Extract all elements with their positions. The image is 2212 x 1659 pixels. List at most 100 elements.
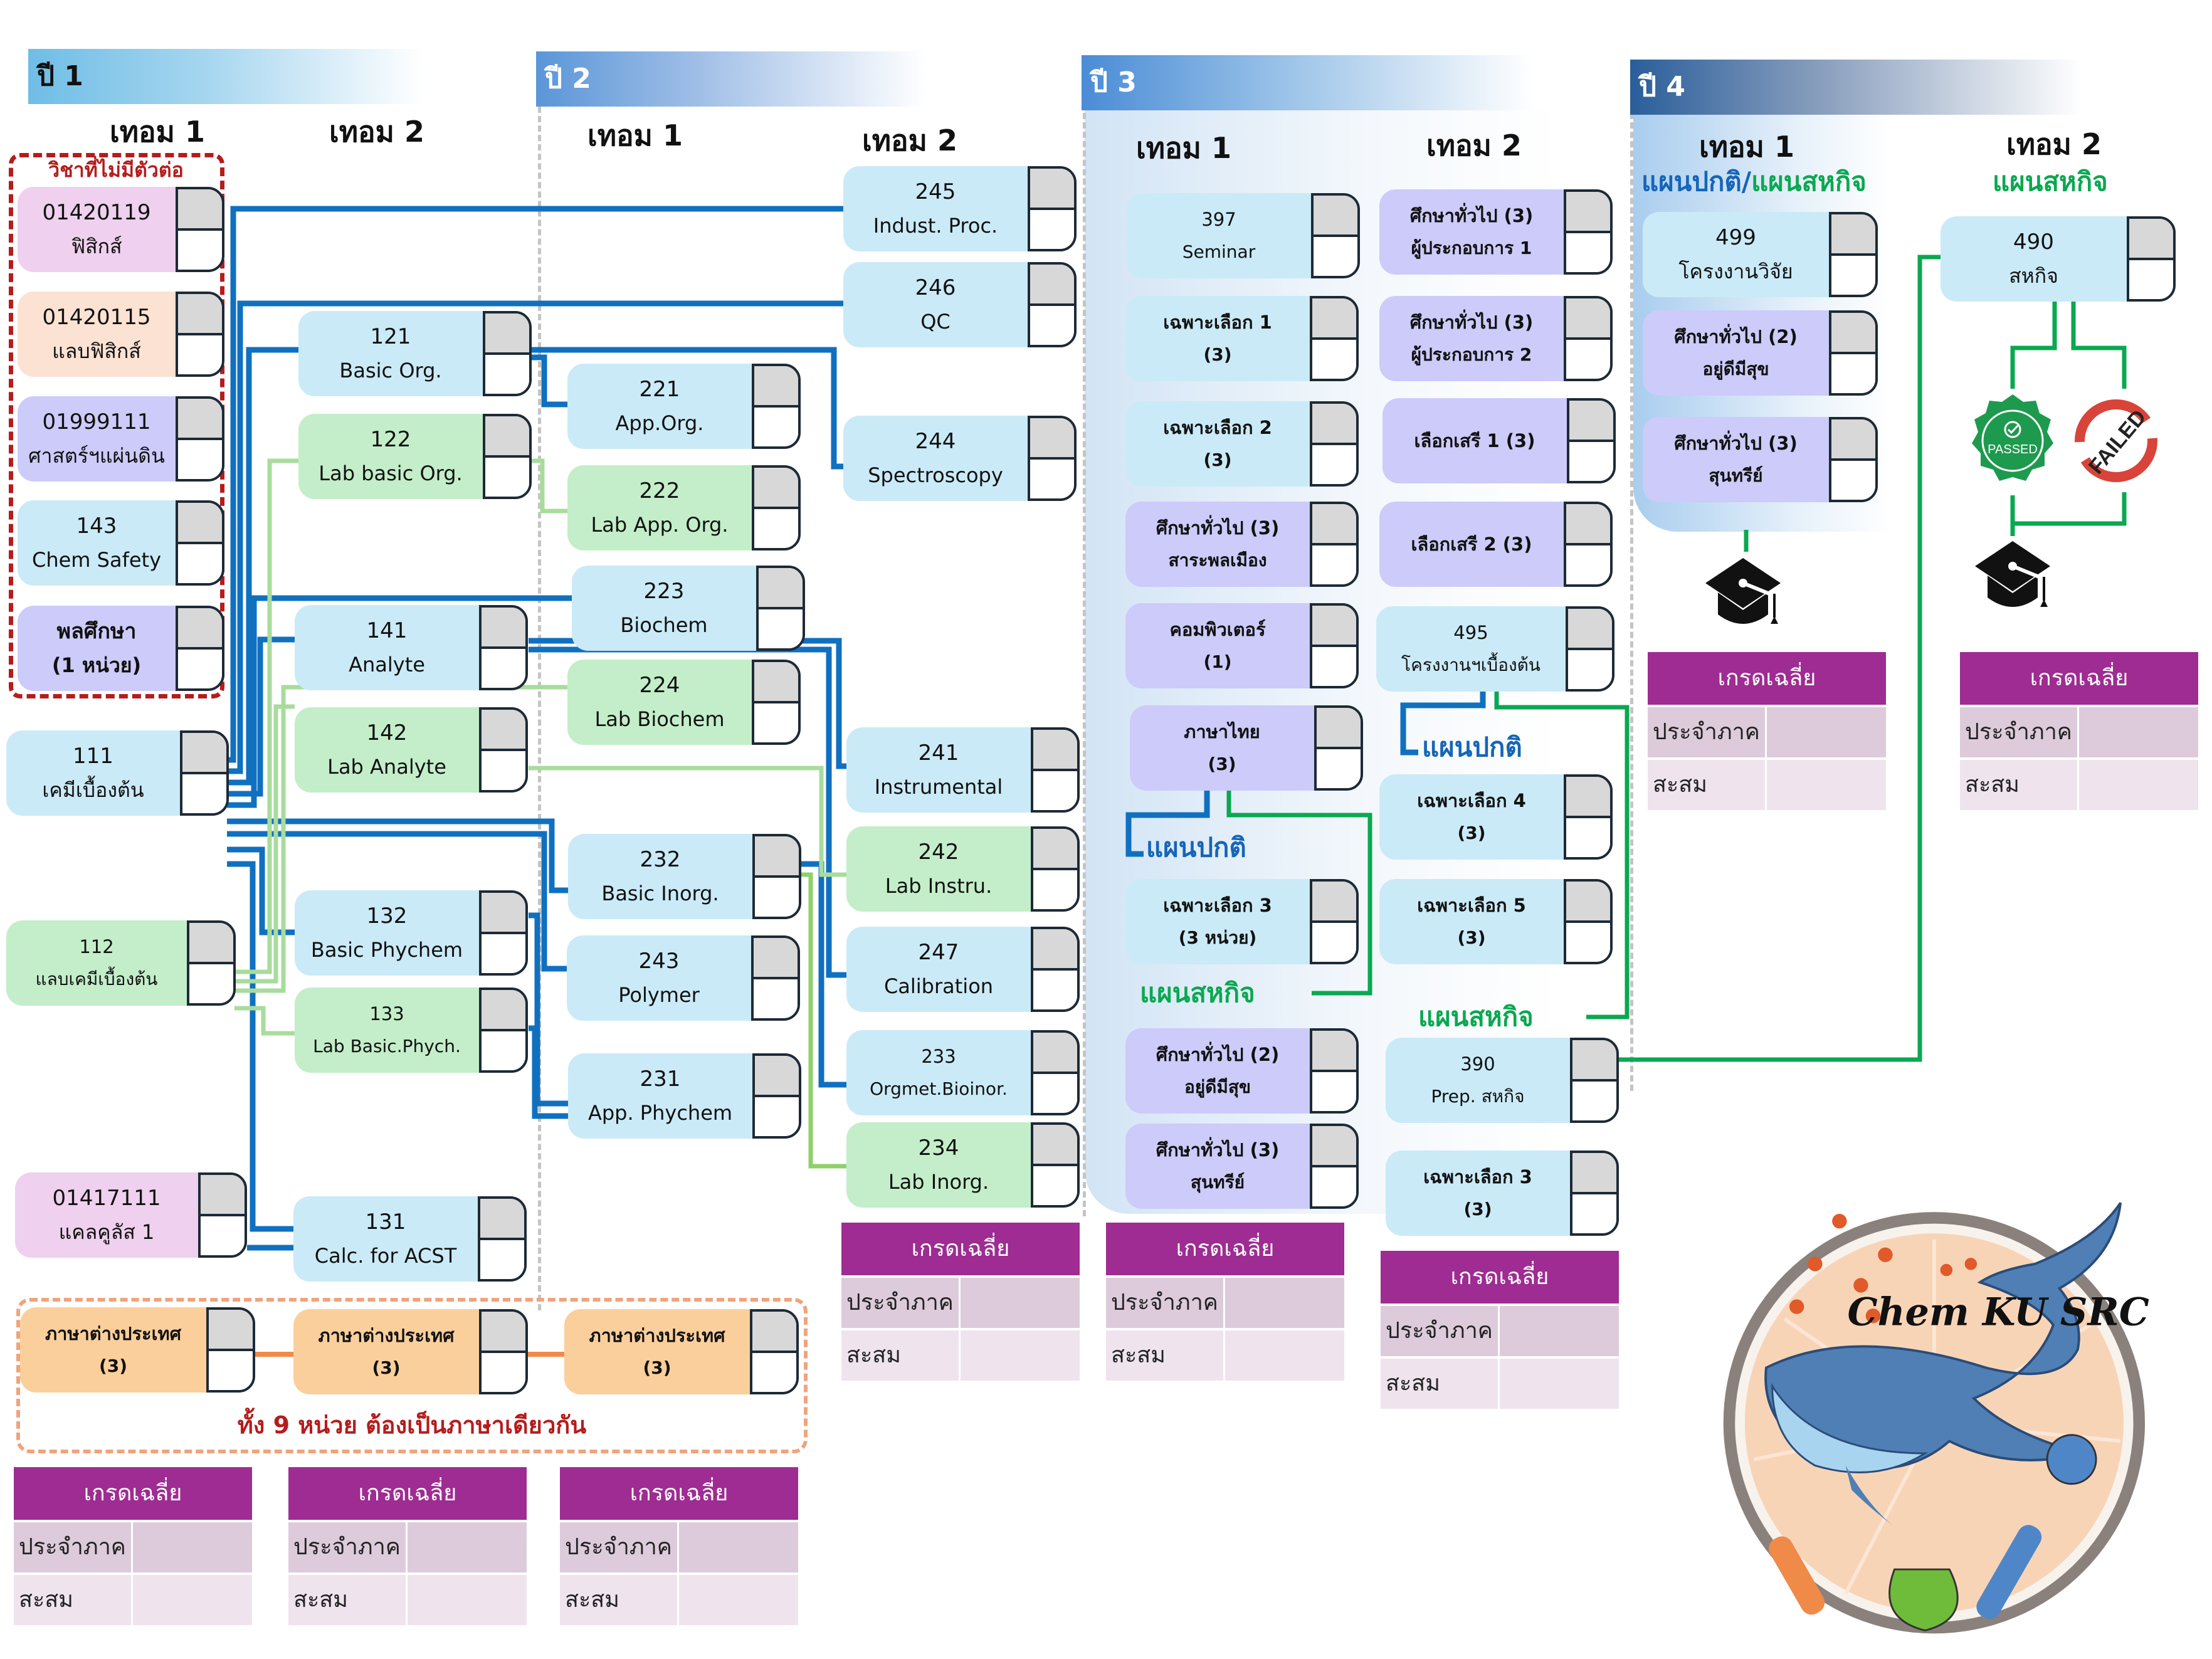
grade-entry-box[interactable] [1570, 1151, 1619, 1236]
course-card-lang1[interactable]: ภาษาต่างประเทศ(3) [20, 1307, 255, 1393]
course-card-geent2[interactable]: ศึกษาทั่วไป (3)ผู้ประกอบการ 2 [1379, 296, 1613, 381]
grade-cell-top[interactable] [754, 662, 798, 703]
grade-cell-bottom[interactable] [485, 458, 529, 497]
grade-entry-box[interactable] [752, 1053, 801, 1139]
grade-entry-box[interactable] [1829, 212, 1878, 297]
grade-cell-bottom[interactable] [482, 934, 525, 973]
grade-entry-box[interactable] [176, 187, 224, 272]
grade-cell-top[interactable] [480, 1199, 524, 1240]
grade-cell-bottom[interactable] [1030, 460, 1074, 498]
grade-cell-top[interactable] [754, 366, 798, 408]
grade-entry-box[interactable] [479, 988, 528, 1073]
course-card-geent1[interactable]: ศึกษาทั่วไป (3)ผู้ประกอบการ 1 [1379, 189, 1613, 275]
gpa-cumulative-value[interactable] [1767, 760, 1886, 810]
grade-cell-top[interactable] [178, 189, 222, 231]
grade-cell-bottom[interactable] [1831, 461, 1875, 500]
grade-cell-top[interactable] [1566, 882, 1610, 923]
grade-entry-box[interactable] [1564, 879, 1613, 964]
grade-cell-bottom[interactable] [178, 650, 222, 688]
grade-entry-box[interactable] [1564, 189, 1613, 275]
grade-cell-bottom[interactable] [755, 1097, 799, 1136]
course-card-comp[interactable]: คอมพิวเตอร์(1) [1125, 603, 1359, 688]
grade-cell-top[interactable] [482, 608, 525, 649]
grade-entry-box[interactable] [752, 364, 801, 449]
grade-cell-top[interactable] [1831, 313, 1875, 354]
grade-entry-box[interactable] [1564, 502, 1613, 587]
grade-cell-bottom[interactable] [1033, 1166, 1077, 1205]
grade-cell-bottom[interactable] [209, 1351, 253, 1390]
grade-cell-top[interactable] [1831, 214, 1875, 256]
grade-cell-bottom[interactable] [1569, 442, 1613, 481]
grade-entry-box[interactable] [479, 890, 528, 976]
grade-entry-box[interactable] [187, 920, 236, 1006]
grade-cell-bottom[interactable] [480, 1240, 524, 1279]
grade-cell-top[interactable] [1831, 419, 1875, 461]
grade-cell-top[interactable] [755, 836, 799, 878]
grade-entry-box[interactable] [752, 465, 801, 550]
grade-cell-top[interactable] [754, 468, 798, 509]
grade-cell-top[interactable] [485, 313, 529, 355]
gpa-cumulative-value[interactable] [1500, 1359, 1619, 1409]
grade-cell-top[interactable] [1569, 401, 1613, 442]
course-card-el1[interactable]: เฉพาะเลือก 1(3) [1125, 296, 1359, 381]
grade-cell-bottom[interactable] [1317, 749, 1361, 788]
grade-cell-top[interactable] [1033, 929, 1077, 971]
grade-cell-top[interactable] [1566, 192, 1610, 233]
grade-entry-box[interactable] [206, 1307, 255, 1393]
gpa-term-value[interactable] [679, 1522, 798, 1572]
grade-cell-top[interactable] [1572, 1153, 1616, 1194]
grade-cell-bottom[interactable] [189, 964, 233, 1003]
grade-entry-box[interactable] [2127, 216, 2176, 302]
grade-cell-bottom[interactable] [1312, 445, 1356, 484]
grade-cell-top[interactable] [189, 923, 233, 964]
grade-entry-box[interactable] [1031, 1122, 1080, 1208]
gpa-term-value[interactable] [2079, 707, 2198, 757]
course-card-el3b[interactable]: เฉพาะเลือก 3(3) [1386, 1151, 1619, 1236]
grade-entry-box[interactable] [1028, 262, 1077, 347]
grade-cell-top[interactable] [178, 608, 222, 650]
grade-entry-box[interactable] [1564, 296, 1613, 381]
grade-entry-box[interactable] [1031, 727, 1080, 813]
grade-entry-box[interactable] [1031, 927, 1080, 1012]
grade-cell-bottom[interactable] [754, 509, 798, 548]
grade-entry-box[interactable] [180, 730, 229, 816]
grade-cell-bottom[interactable] [1033, 870, 1077, 909]
grade-cell-bottom[interactable] [1033, 971, 1077, 1009]
grade-cell-top[interactable] [754, 938, 798, 979]
grade-cell-bottom[interactable] [482, 751, 525, 790]
grade-cell-bottom[interactable] [482, 649, 525, 688]
grade-cell-bottom[interactable] [178, 544, 222, 583]
course-card-el2[interactable]: เฉพาะเลือก 2(3) [1125, 401, 1359, 487]
grade-cell-bottom[interactable] [1030, 210, 1074, 249]
grade-cell-bottom[interactable] [1568, 650, 1612, 689]
grade-entry-box[interactable] [756, 566, 805, 651]
grade-entry-box[interactable] [1310, 296, 1359, 381]
grade-cell-top[interactable] [1314, 196, 1357, 237]
gpa-term-value[interactable] [133, 1522, 252, 1572]
grade-cell-bottom[interactable] [754, 703, 798, 742]
course-card-gewell4[interactable]: ศึกษาทั่วไป (2)อยู่ดีมีสุข [1643, 310, 1878, 396]
gpa-term-value[interactable] [961, 1278, 1080, 1328]
grade-cell-bottom[interactable] [1312, 1072, 1356, 1111]
grade-cell-bottom[interactable] [178, 440, 222, 479]
grade-cell-top[interactable] [1566, 298, 1610, 340]
